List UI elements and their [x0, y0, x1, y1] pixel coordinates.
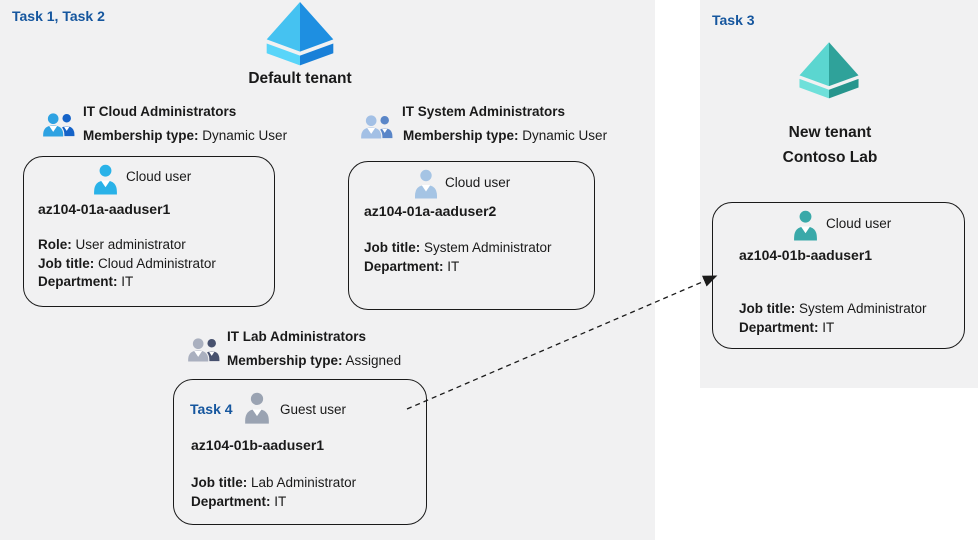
group-icon-it-system-admins [360, 114, 393, 140]
person-icon [245, 392, 269, 424]
new-tenant-title-line1: New tenant [788, 124, 872, 141]
user-fields: Job title: Lab Administrator Department:… [191, 474, 356, 511]
group-membership-it-system-admins: Membership type: Dynamic User [403, 128, 607, 143]
user-field-job-title: Job title: System Administrator [739, 301, 927, 316]
user-field-department: Department: IT [38, 274, 134, 289]
user-field-job-title: Job title: System Administrator [364, 240, 552, 255]
user-type-label: Cloud user [826, 216, 892, 231]
user-field-job-title: Job title: Lab Administrator [191, 475, 357, 490]
user-fields: Job title: System Administrator Departme… [739, 300, 927, 337]
user-field-department: Department: IT [191, 493, 287, 509]
default-tenant-title: Default tenant [248, 70, 352, 87]
user-type-label: Cloud user [126, 169, 192, 184]
group-icon-it-cloud-admins [42, 112, 75, 138]
person-icon [794, 210, 817, 241]
person-icon [415, 169, 437, 199]
user-type-label: Cloud user [445, 175, 511, 190]
group-membership-it-cloud-admins: Membership type: Dynamic User [83, 128, 287, 143]
membership-label: Membership type: [403, 128, 519, 143]
task-4-label: Task 4 [190, 401, 233, 417]
membership-value: Dynamic User [202, 128, 288, 143]
membership-value: Assigned [345, 353, 402, 368]
group-name-it-system-admins: IT System Administrators [402, 104, 566, 119]
user-field-department: Department: IT [364, 258, 460, 274]
person-icon [94, 164, 117, 195]
default-tenant-icon [266, 2, 334, 66]
task-1-2-label: Task 1, Task 2 [12, 8, 105, 24]
new-tenant-user-card: Cloud user az104-01b-aaduser1 Job title:… [712, 202, 965, 349]
user-field-job-title: Job title: Cloud Administrator [38, 255, 216, 271]
user-name: az104-01a-aaduser2 [364, 203, 497, 219]
user-fields: Job title: System Administrator Departme… [364, 239, 552, 276]
user-fields: Role: User administrator Job title: Clou… [38, 236, 216, 292]
user-card-aaduser1: Cloud user az104-01a-aaduser1 Role: User… [23, 156, 275, 307]
user-name: az104-01b-aaduser1 [191, 437, 325, 453]
guest-user-card: Task 4 Guest user az104-01b-aaduser1 Job… [173, 379, 427, 525]
membership-value: Dynamic User [522, 128, 608, 143]
user-name: az104-01b-aaduser1 [739, 247, 873, 263]
group-membership-it-lab-admins: Membership type: Assigned [227, 353, 401, 368]
group-icon-it-lab-admins [187, 337, 220, 363]
user-name: az104-01a-aaduser1 [38, 201, 171, 217]
group-name-it-cloud-admins: IT Cloud Administrators [83, 104, 237, 119]
membership-label: Membership type: [227, 353, 343, 368]
task-3-label: Task 3 [712, 12, 755, 28]
default-tenant-panel [0, 0, 655, 540]
user-field-department: Department: IT [739, 319, 835, 335]
new-tenant-icon [799, 42, 859, 99]
new-tenant-title-line2: Contoso Lab [782, 149, 878, 166]
user-card-aaduser2: Cloud user az104-01a-aaduser2 Job title:… [348, 161, 595, 310]
group-name-it-lab-admins: IT Lab Administrators [227, 329, 367, 344]
membership-label: Membership type: [83, 128, 199, 143]
user-type-label: Guest user [280, 402, 347, 417]
user-field-role: Role: User administrator [38, 237, 186, 252]
